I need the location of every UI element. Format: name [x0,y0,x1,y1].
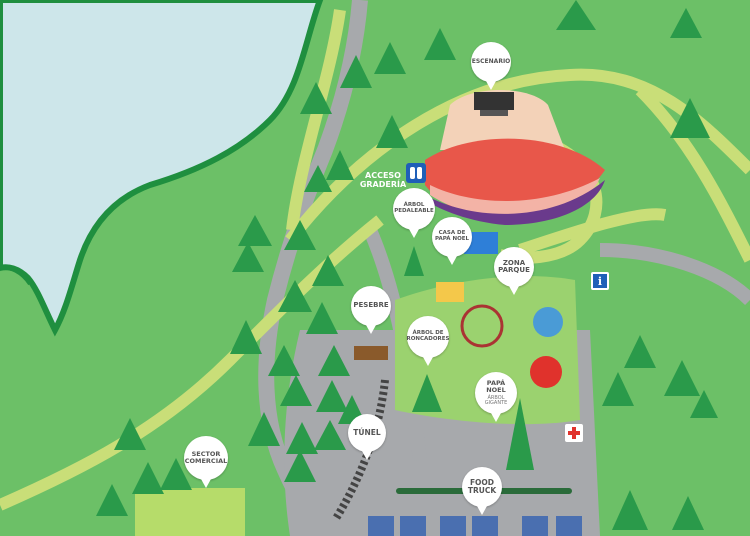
nativity-hut [354,346,388,360]
papa-noel-bubble: PAPÁ NOEL ÁRBOL GIGANTE [475,372,517,414]
restroom-icon[interactable] [406,163,426,183]
santa-house [436,282,464,302]
acceso-graderia-label: ACCESO GRADERÍA [359,171,407,189]
pesebre-pin[interactable]: PESEBRE [351,286,391,334]
casa-papa-noel-pin[interactable]: CASA DE PAPÁ NOEL [432,217,472,265]
zona-parque-label: ZONA PARQUE [494,247,534,287]
pesebre-label: PESEBRE [351,286,391,326]
arbol-pedaleable-pin[interactable]: ÁRBOL PEDALEABLE [393,188,435,238]
arbol-roncadores-pin[interactable]: ÁRBOL DE RONCADORES [407,316,450,366]
escenario-label: ESCENARIO [471,42,511,82]
info-icon[interactable]: i [591,272,609,290]
screen [464,232,498,254]
casa-papa-noel-label: CASA DE PAPÁ NOEL [432,217,472,257]
park-plaza [395,276,580,425]
arbol-gigante-label: ÁRBOL GIGANTE [484,394,508,406]
carousel [533,307,563,337]
escenario-pin[interactable]: ESCENARIO [471,42,511,90]
tunel-label: TÚNEL [348,414,386,452]
shore-line [0,265,32,286]
food-truck-pin[interactable]: FOOD TRUCK [462,467,502,515]
zona-parque-pin[interactable]: ZONA PARQUE [494,247,534,295]
arbol-roncadores-label: ÁRBOL DE RONCADORES [407,316,450,358]
sector-comercial-pin[interactable]: SECTOR COMERCIAL [184,436,228,488]
east-road [599,243,750,306]
food-trucks [368,516,582,536]
sector-comercial-label: SECTOR COMERCIAL [184,436,228,480]
tunnel [331,379,389,523]
commercial-sector-area [135,488,245,536]
stage [425,90,605,225]
trees [96,0,718,530]
giant-ornament [530,356,562,388]
food-truck-label: FOOD TRUCK [462,467,502,507]
tunel-pin[interactable]: TÚNEL [348,414,386,460]
first-aid-icon[interactable] [565,424,583,442]
ferris-wheel [460,304,504,348]
papa-noel-pin[interactable]: PAPÁ NOEL ÁRBOL GIGANTE [475,372,517,422]
papa-noel-label: PAPÁ NOEL [486,378,506,394]
arbol-pedaleable-label: ÁRBOL PEDALEABLE [393,188,435,230]
